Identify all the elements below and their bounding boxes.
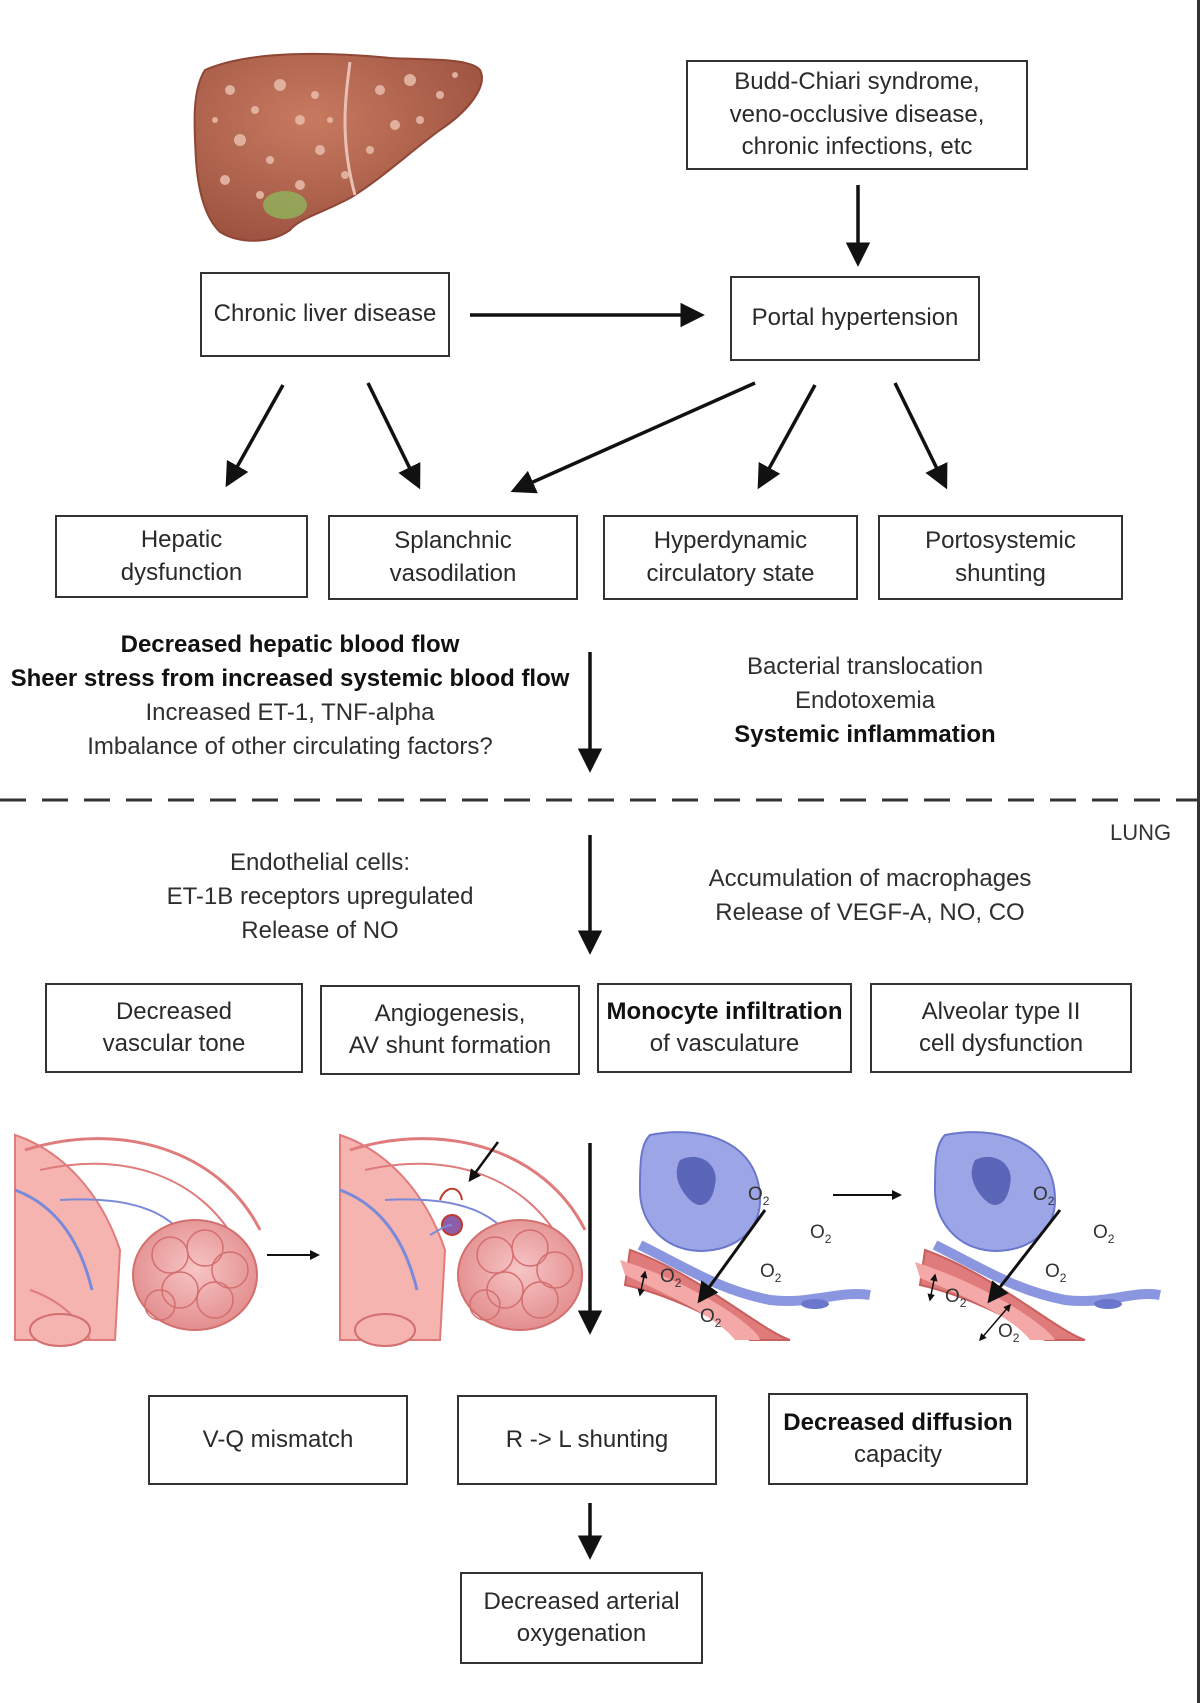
hepatic-dysfunction-box: Hepatic dysfunction: [55, 515, 308, 598]
factor-endotoxemia: Endotoxemia: [794, 687, 936, 714]
factor-bacterial-translocation: Bacterial translocation: [746, 653, 984, 680]
causes-box: Budd-Chiari syndrome, veno-occlusive dis…: [686, 60, 1028, 170]
note-accumulation-macrophages: Accumulation of macrophages: [708, 865, 1032, 892]
o2-label: O2: [760, 1261, 782, 1285]
portosystemic-shunting-text: Portosystemic shunting: [925, 527, 1076, 587]
o2-label: O2: [1045, 1261, 1067, 1285]
vq-mismatch-box: V-Q mismatch: [148, 1395, 408, 1485]
chronic-liver-disease-text: Chronic liver disease: [213, 300, 437, 328]
decreased-vascular-tone-box: Decreased vascular tone: [45, 983, 303, 1073]
o2-label: O2: [1093, 1222, 1115, 1246]
note-release-no: Release of NO: [241, 917, 399, 944]
splanchnic-vasodilation-text: Splanchnic vasodilation: [389, 527, 517, 587]
alveolar-cell-illustration-dysfunction: [915, 1131, 1161, 1342]
o2-label: O2: [1033, 1184, 1055, 1208]
chronic-liver-disease-box: Chronic liver disease: [200, 272, 450, 357]
portal-hypertension-text: Portal hypertension: [751, 304, 959, 332]
factor-decreased-hepatic-flow: Decreased hepatic blood flow: [120, 631, 460, 658]
factor-systemic-inflammation: Systemic inflammation: [734, 721, 996, 748]
portal-hypertension-box: Portal hypertension: [730, 276, 980, 361]
rl-shunting-box: R -> L shunting: [457, 1395, 717, 1485]
lung-vessel-illustration-shunt: [339, 1133, 587, 1347]
o2-label: O2: [748, 1184, 770, 1208]
portosystemic-shunting-box: Portosystemic shunting: [878, 515, 1123, 600]
causes-text: Budd-Chiari syndrome, veno-occlusive dis…: [729, 68, 985, 161]
decreased-diffusion-box: Decreased diffusion capacity: [768, 1393, 1028, 1485]
lung-vessel-illustration-normal: [14, 1133, 262, 1347]
right-factors: Bacterial translocation Endotoxemia Syst…: [700, 650, 1030, 752]
decreased-arterial-oxygenation-box: Decreased arterial oxygenation: [460, 1572, 703, 1664]
o2-label: O2: [700, 1306, 722, 1330]
arrow-liver-to-splanchnic: [366, 382, 421, 490]
of-vasculature-text: of vasculature: [649, 1030, 800, 1057]
arrow-liver-to-hepatic: [225, 384, 285, 488]
lung-region-label: LUNG: [1110, 820, 1172, 845]
rl-shunting-text: R -> L shunting: [505, 1425, 669, 1453]
factor-et1-tnf: Increased ET-1, TNF-alpha: [145, 699, 435, 726]
left-factors: Decreased hepatic blood flow Sheer stres…: [0, 628, 580, 764]
hyperdynamic-circulatory-state-box: Hyperdynamic circulatory state: [603, 515, 858, 600]
alveolar-type-ii-box: Alveolar type II cell dysfunction: [870, 983, 1132, 1073]
splanchnic-vasodilation-box: Splanchnic vasodilation: [328, 515, 578, 600]
factor-imbalance: Imbalance of other circulating factors?: [87, 733, 493, 760]
monocyte-infiltration-box: Monocyte infiltration of vasculature: [597, 983, 852, 1073]
alveolar-type-ii-text: Alveolar type II cell dysfunction: [918, 997, 1084, 1057]
arrow-portal-to-splanchnic: [510, 381, 756, 494]
decreased-diffusion-text: Decreased diffusion: [783, 1408, 1013, 1436]
decreased-arterial-oxygenation-text: Decreased arterial oxygenation: [483, 1587, 680, 1647]
liver-illustration: [193, 52, 483, 242]
o2-label: O2: [810, 1222, 832, 1246]
angiogenesis-box: Angiogenesis, AV shunt formation: [320, 985, 580, 1075]
hepatic-dysfunction-text: Hepatic dysfunction: [120, 526, 243, 586]
factor-sheer-stress: Sheer stress from increased systemic blo…: [10, 665, 570, 692]
angiogenesis-text: Angiogenesis, AV shunt formation: [348, 999, 552, 1059]
arrow-portal-to-portosystemic: [893, 382, 948, 490]
arrow-portal-to-hyperdynamic: [757, 384, 817, 490]
alveolar-cell-illustration-normal: [620, 1131, 871, 1341]
o2-label: O2: [660, 1266, 682, 1290]
note-release-vegf: Release of VEGF-A, NO, CO: [715, 899, 1025, 926]
o2-label: O2: [945, 1286, 967, 1310]
note-endothelial-cells: Endothelial cells:: [229, 849, 411, 876]
monocyte-infiltration-text: Monocyte infiltration: [606, 997, 843, 1025]
vq-mismatch-text: V-Q mismatch: [202, 1425, 354, 1453]
o2-label: O2: [998, 1321, 1020, 1345]
right-border-rule: [1197, 0, 1200, 1703]
decreased-vascular-tone-text: Decreased vascular tone: [102, 997, 246, 1057]
lung-right-notes: Accumulation of macrophages Release of V…: [670, 862, 1070, 930]
note-et1b-receptors: ET-1B receptors upregulated: [166, 883, 474, 910]
lung-left-notes: Endothelial cells: ET-1B receptors upreg…: [140, 846, 500, 948]
capacity-text: capacity: [853, 1441, 943, 1468]
o2-labels: O2 O2 O2 O2 O2 O2 O2 O2 O2 O2: [660, 1184, 1115, 1345]
hyperdynamic-circulatory-state-text: Hyperdynamic circulatory state: [646, 527, 815, 587]
